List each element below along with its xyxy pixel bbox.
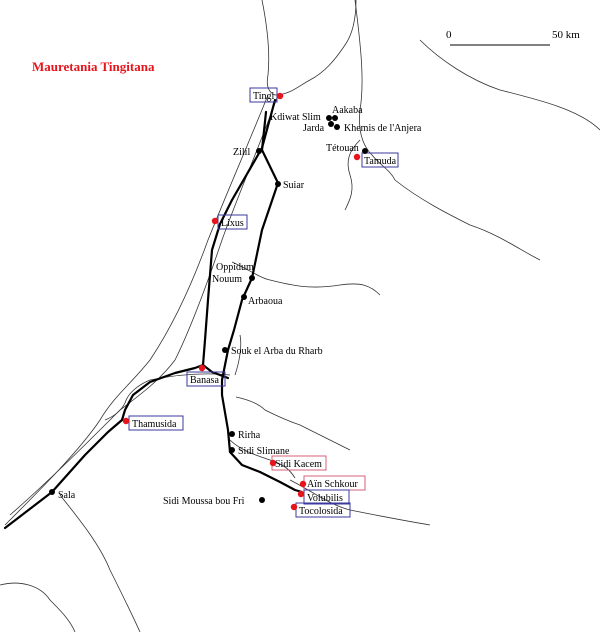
marker-sala bbox=[49, 489, 55, 495]
marker-ain-schkour bbox=[299, 480, 307, 488]
label-zilil: Zilil bbox=[233, 147, 250, 158]
label-rirha: Rirha bbox=[238, 430, 261, 441]
label-souk-el-arba: Souk el Arba du Rharb bbox=[231, 346, 323, 357]
label-sidi-slimane: Sidi Slimane bbox=[238, 446, 290, 457]
label-tingi: Tingi bbox=[253, 91, 275, 102]
marker-oppidum-novum bbox=[249, 275, 255, 281]
marker-volubilis bbox=[297, 490, 305, 498]
marker-souk-el-arba bbox=[222, 347, 228, 353]
label-oppidum: Oppidum bbox=[216, 262, 254, 273]
label-volubilis: Volubilis bbox=[307, 493, 343, 504]
scale-start-label: 0 bbox=[446, 29, 452, 41]
marker-suiar bbox=[275, 181, 281, 187]
marker-kdiwat-slim-2 bbox=[332, 115, 338, 121]
label-sidi-moussa: Sidi Moussa bou Fri bbox=[163, 496, 245, 507]
label-aakaba: Aakaba bbox=[332, 105, 363, 116]
label-kdiwat-slim: Kdiwat Slim bbox=[270, 112, 321, 123]
box-thamusida bbox=[128, 415, 184, 431]
marker-sidi-moussa bbox=[259, 497, 265, 503]
marker-tamuda bbox=[353, 153, 361, 161]
marker-jarda bbox=[328, 121, 334, 127]
box-tamuda bbox=[361, 152, 399, 168]
label-tamuda: Tamuda bbox=[364, 156, 397, 167]
label-thamusida: Thamusida bbox=[132, 419, 177, 430]
marker-khemis bbox=[334, 124, 340, 130]
box-tocolosida bbox=[295, 502, 351, 518]
label-tocolosida: Tocolosida bbox=[299, 506, 343, 517]
scale-end-label: 50 km bbox=[552, 29, 580, 41]
label-arbaoua: Arbaoua bbox=[248, 296, 283, 307]
site-markers bbox=[49, 92, 368, 511]
label-boxes bbox=[128, 87, 399, 518]
marker-arbaoua bbox=[241, 294, 247, 300]
box-banasa bbox=[186, 371, 226, 387]
marker-zilil bbox=[256, 148, 262, 154]
label-jarda: Jarda bbox=[303, 123, 325, 134]
label-tetouan: Tétouan bbox=[326, 143, 359, 154]
marker-tocolosida bbox=[290, 503, 298, 511]
marker-banasa bbox=[198, 364, 206, 372]
map-title: Mauretania Tingitana bbox=[32, 59, 155, 74]
marker-kdiwat-slim-1 bbox=[326, 115, 332, 121]
label-sala: Sala bbox=[58, 490, 76, 501]
label-novum: Nouum bbox=[212, 274, 242, 285]
scale-bar: 0 50 km bbox=[446, 29, 580, 46]
place-labels: Tingi Aakaba Kdiwat Slim Jarda Khemis de… bbox=[58, 91, 422, 517]
marker-sidi-kacem bbox=[269, 459, 277, 467]
marker-sidi-slimane bbox=[229, 447, 235, 453]
label-ain-schkour: Aïn Schkour bbox=[307, 479, 359, 490]
box-volubilis bbox=[303, 489, 350, 505]
marker-tingi bbox=[276, 92, 284, 100]
marker-thamusida bbox=[122, 417, 130, 425]
marker-tetouan bbox=[362, 148, 368, 154]
label-sidi-kacem: Sidi Kacem bbox=[275, 459, 322, 470]
label-banasa: Banasa bbox=[190, 375, 219, 386]
label-lixus: Lixus bbox=[221, 218, 244, 229]
label-suiar: Suiar bbox=[283, 180, 305, 191]
label-khemis-anjera: Khemis de l'Anjera bbox=[344, 123, 422, 134]
marker-lixus bbox=[211, 217, 219, 225]
marker-rirha bbox=[229, 431, 235, 437]
roman-roads bbox=[3, 98, 304, 530]
